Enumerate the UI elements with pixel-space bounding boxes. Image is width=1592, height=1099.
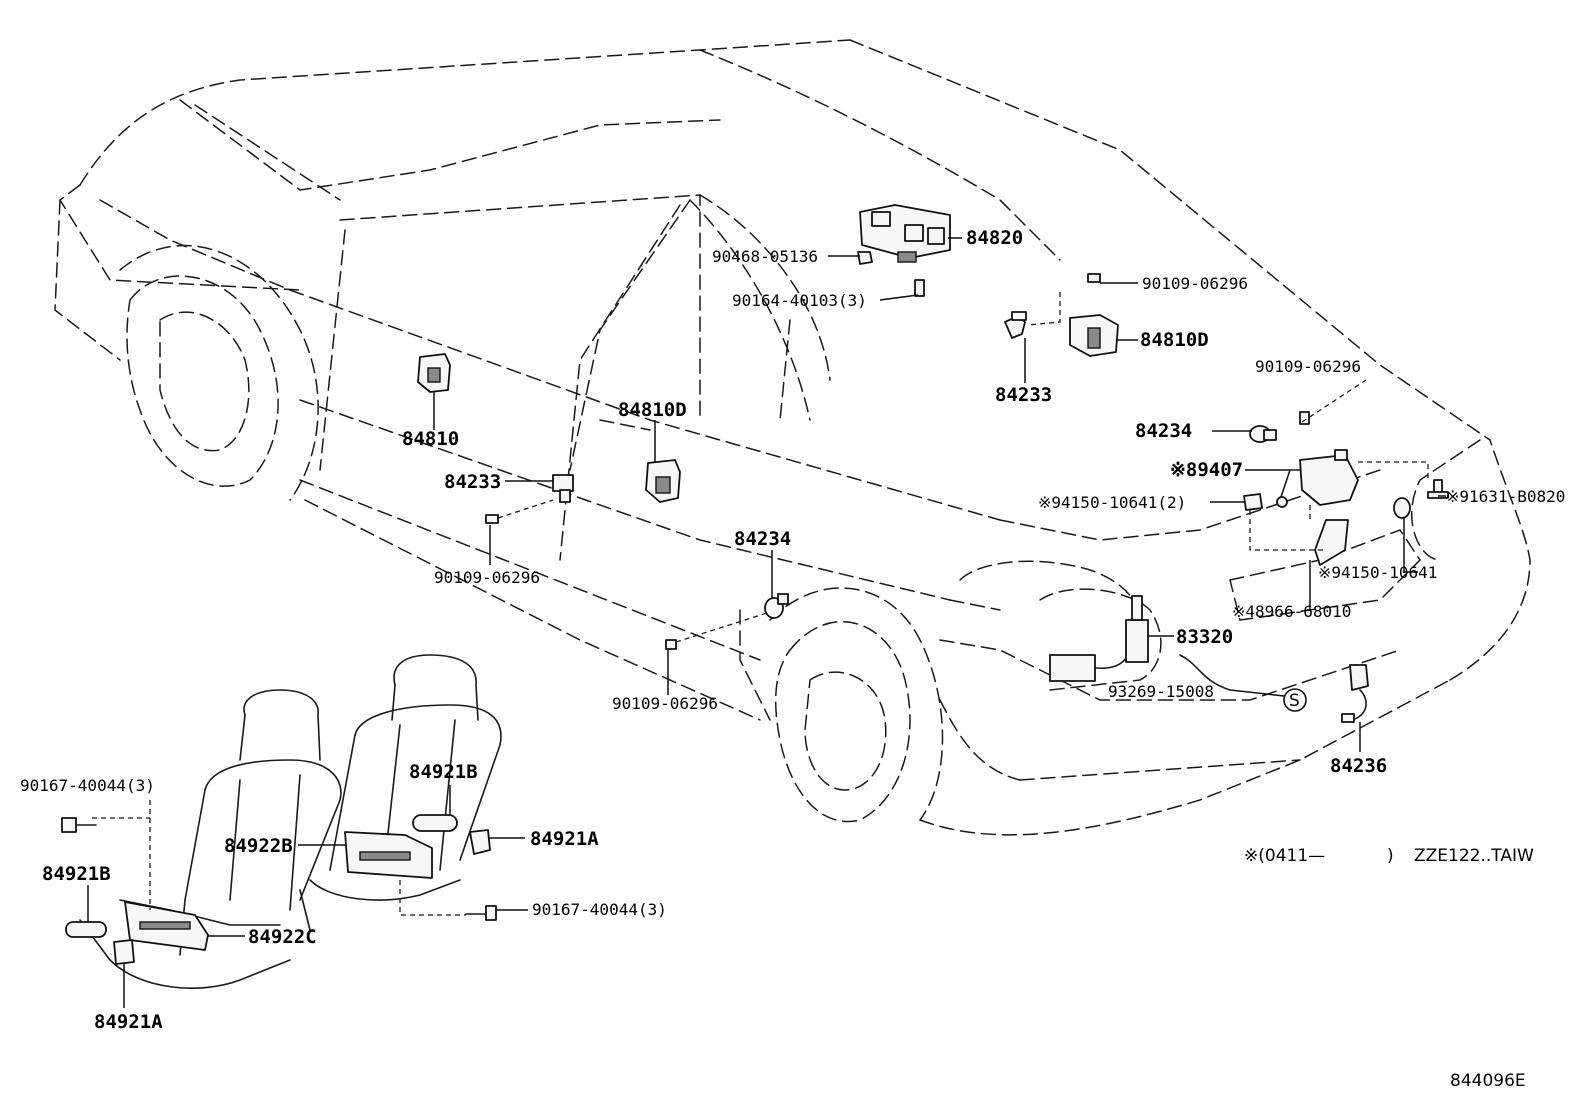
seat-cover-84921B-right <box>412 814 458 832</box>
courtesy-switch-84234-right <box>1249 425 1277 443</box>
label-84810D-right: 84810D <box>1140 329 1209 351</box>
label-90109-06296-d: 90109-06296 <box>612 694 718 713</box>
screw-90109-b <box>1299 411 1310 425</box>
label-84921B-right: 84921B <box>409 761 478 783</box>
courtesy-switch-84233-right <box>1004 311 1027 339</box>
label-84810D-center: 84810D <box>618 399 687 421</box>
label-90109-06296-c: 90109-06296 <box>434 568 540 587</box>
label-90109-06296-a: 90109-06296 <box>1142 274 1248 293</box>
seat-cover-84921A-left <box>113 939 135 965</box>
seat-cover-84921B-left <box>65 921 107 938</box>
label-94150-10641-2: ※94150-10641(2) <box>1038 493 1186 512</box>
footnote-paren: ) <box>1387 846 1394 866</box>
sensor-83320 <box>1049 595 1149 682</box>
window-switch-84810D-center <box>645 459 681 503</box>
label-90468-05136: 90468-05136 <box>712 247 818 266</box>
label-89407: ※89407 <box>1170 459 1243 481</box>
screw-90164 <box>914 279 925 297</box>
label-90164-40103: 90164-40103(3) <box>732 291 867 310</box>
bolt-91631 <box>1427 479 1449 499</box>
window-switch-84810 <box>417 353 451 393</box>
footnote-model: ZZE122..TAIW <box>1414 846 1534 866</box>
nut-94150-b <box>1393 497 1411 519</box>
switch-84236 <box>1341 664 1369 723</box>
screw-90167-a <box>61 817 97 833</box>
height-sensor-89407 <box>1276 449 1359 508</box>
screw-90468 <box>857 251 873 265</box>
label-83320: 83320 <box>1176 626 1233 648</box>
label-93269-15008: 93269-15008 <box>1108 682 1214 701</box>
window-switch-84810D-rear <box>1069 314 1119 357</box>
label-84921A-right: 84921A <box>530 828 599 850</box>
label-84921B-left: 84921B <box>42 863 111 885</box>
screw-90109-a <box>1087 273 1101 283</box>
label-84810: 84810 <box>402 428 459 450</box>
label-84922C: 84922C <box>248 926 317 948</box>
label-90167-40044-a: 90167-40044(3) <box>20 776 155 795</box>
label-84820: 84820 <box>966 227 1023 249</box>
figure-code: 844096E <box>1450 1071 1526 1091</box>
label-84236: 84236 <box>1330 755 1387 777</box>
courtesy-switch-84233-left <box>552 474 574 503</box>
master-window-switch <box>859 204 951 263</box>
label-84234-center: 84234 <box>734 528 791 550</box>
car-body-outline <box>54 39 1531 836</box>
footnote-mark: ※(0411— <box>1244 846 1325 866</box>
courtesy-switch-84234-center <box>764 593 789 619</box>
label-94150-10641: ※94150-10641 <box>1318 563 1437 582</box>
bracket-48966 <box>1314 519 1349 566</box>
label-84922B: 84922B <box>224 835 293 857</box>
leader-lines <box>87 237 1446 1008</box>
label-90167-40044-b: 90167-40044(3) <box>532 900 667 919</box>
s-mark: S <box>1283 688 1307 712</box>
label-84234-right: 84234 <box>1135 420 1192 442</box>
label-84233-right: 84233 <box>995 384 1052 406</box>
label-84233-left: 84233 <box>444 471 501 493</box>
label-90109-06296-b: 90109-06296 <box>1255 357 1361 376</box>
screw-90109-c <box>485 514 499 524</box>
seat-belt-holder-84922B <box>344 831 433 879</box>
s-mark-label: S <box>1289 691 1300 711</box>
screw-90109-d <box>665 639 677 650</box>
seat-cover-84921A-right <box>469 829 491 855</box>
screw-90167-b <box>465 905 497 921</box>
label-48966-68010: ※48966-68010 <box>1232 602 1351 621</box>
seat-belt-holder-84922C <box>124 901 209 951</box>
label-84921A-left: 84921A <box>94 1011 163 1033</box>
label-91631-B0820: ※91631-B0820 <box>1446 487 1565 506</box>
nut-94150-a <box>1243 493 1263 511</box>
